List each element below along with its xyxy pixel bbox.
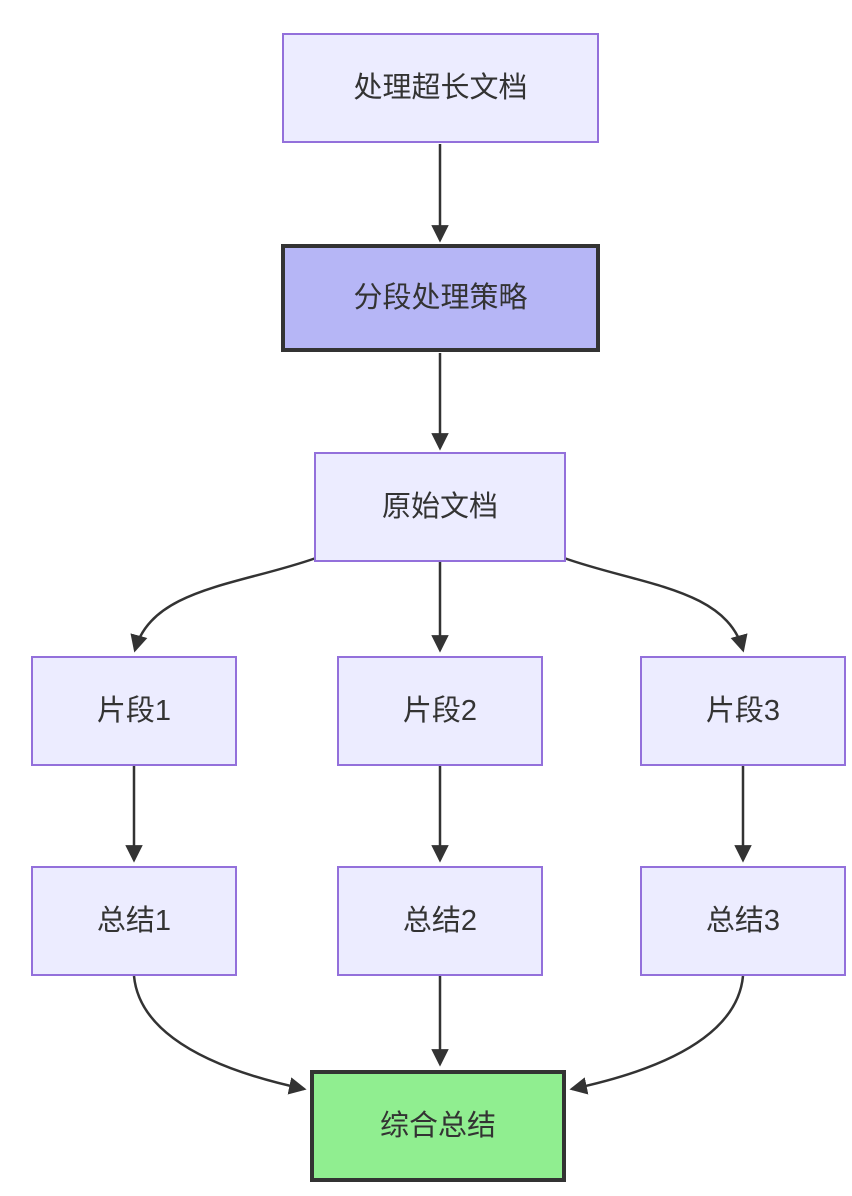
node-strategy-label: 分段处理策略: [353, 281, 528, 314]
node-source-doc-label: 原始文档: [381, 490, 498, 523]
node-chunk-1-label: 片段1: [96, 694, 172, 727]
node-chunk-2-label: 片段2: [402, 694, 478, 727]
node-summary-2: 总结2: [337, 866, 543, 976]
edge-source-chunk1: [130, 556, 317, 653]
node-summary-3-label: 总结3: [705, 904, 781, 937]
edge-summary3-final: [569, 975, 745, 1095]
node-strategy: 分段处理策略: [281, 244, 600, 352]
node-final-summary-label: 综合总结: [379, 1109, 496, 1142]
node-chunk-2: 片段2: [337, 656, 543, 766]
node-source-doc: 原始文档: [314, 452, 566, 562]
node-summary-3: 总结3: [640, 866, 846, 976]
edge-source-chunk3: [563, 556, 748, 653]
node-start-label: 处理超长文档: [353, 71, 528, 104]
node-summary-1: 总结1: [31, 866, 237, 976]
node-chunk-1: 片段1: [31, 656, 237, 766]
node-summary-1-label: 总结1: [96, 904, 172, 937]
node-summary-2-label: 总结2: [402, 904, 478, 937]
node-start: 处理超长文档: [282, 33, 599, 143]
edge-summary1-final: [132, 975, 307, 1095]
node-final-summary: 综合总结: [310, 1070, 566, 1182]
node-chunk-3: 片段3: [640, 656, 846, 766]
node-chunk-3-label: 片段3: [705, 694, 781, 727]
